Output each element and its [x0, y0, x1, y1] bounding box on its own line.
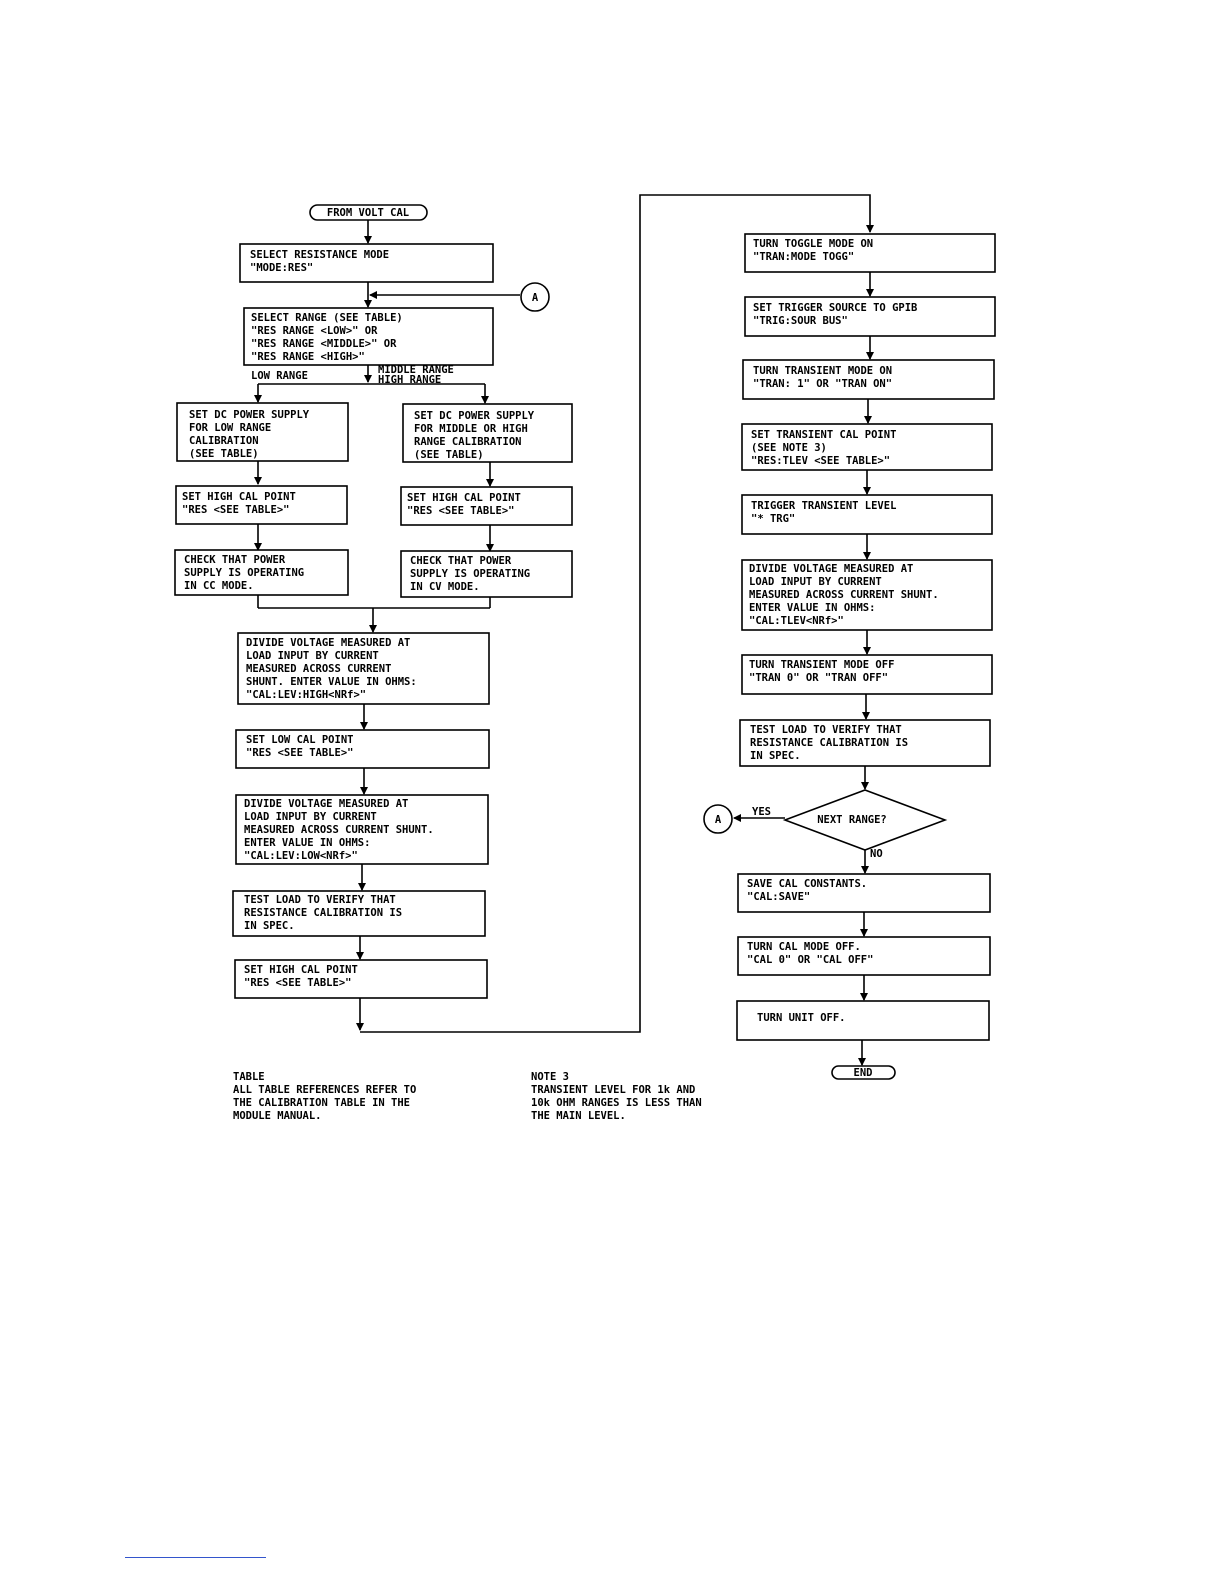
footer-rule — [125, 1557, 266, 1558]
select-range-text: SELECT RANGE (SEE TABLE) "RES RANGE <LOW… — [251, 312, 409, 363]
note-3: NOTE 3 TRANSIENT LEVEL FOR 1k AND 10k OH… — [531, 1071, 708, 1122]
select-mode-text: SELECT RESISTANCE MODE "MODE:RES" — [250, 249, 395, 274]
end-terminal-label: END — [854, 1067, 873, 1079]
mid-high-point-box — [400, 486, 573, 526]
divide-high-text: DIVIDE VOLTAGE MEASURED AT LOAD INPUT BY… — [246, 637, 423, 701]
mid-high-point-text: SET HIGH CAL POINT "RES <SEE TABLE>" — [407, 492, 527, 517]
transient-point-box — [741, 423, 993, 471]
test-load-right-box — [739, 719, 991, 767]
set-high-point-text: SET HIGH CAL POINT "RES <SEE TABLE>" — [244, 964, 364, 989]
low-check-text: CHECK THAT POWER SUPPLY IS OPERATING IN … — [184, 554, 310, 592]
low-range-label: LOW RANGE — [251, 370, 308, 382]
divide-tlev-box — [741, 559, 993, 631]
divide-tlev-text: DIVIDE VOLTAGE MEASURED AT LOAD INPUT BY… — [749, 563, 945, 627]
yes-label: YES — [752, 806, 771, 818]
test-load-left-box — [232, 890, 486, 937]
transient-on-box — [742, 359, 995, 400]
set-low-point-text: SET LOW CAL POINT "RES <SEE TABLE>" — [246, 734, 360, 759]
mid-supply-text: SET DC POWER SUPPLY FOR MIDDLE OR HIGH R… — [414, 410, 540, 461]
unit-off-text: TURN UNIT OFF. — [757, 1012, 846, 1024]
test-load-right-text: TEST LOAD TO VERIFY THAT RESISTANCE CALI… — [750, 724, 914, 762]
transient-off-text: TURN TRANSIENT MODE OFF "TRAN 0" OR "TRA… — [749, 659, 901, 684]
cal-off-box — [737, 936, 991, 976]
low-high-point-box — [175, 485, 348, 525]
low-supply-box — [176, 402, 349, 462]
mid-check-text: CHECK THAT POWER SUPPLY IS OPERATING IN … — [410, 555, 536, 593]
low-high-point-text: SET HIGH CAL POINT "RES <SEE TABLE>" — [182, 491, 302, 516]
next-range-label: NEXT RANGE? — [817, 814, 887, 826]
mid-range-label: MIDDLE RANGE — [378, 364, 454, 376]
save-text: SAVE CAL CONSTANTS. "CAL:SAVE" — [747, 878, 873, 903]
trigger-source-text: SET TRIGGER SOURCE TO GPIB "TRIG:SOUR BU… — [753, 302, 924, 327]
transient-off-box — [741, 654, 993, 695]
connector-a-in-label: A — [532, 292, 539, 304]
high-range-label: HIGH RANGE — [378, 374, 441, 386]
divide-low-box — [235, 794, 489, 865]
save-box — [737, 873, 991, 913]
test-load-left-text: TEST LOAD TO VERIFY THAT RESISTANCE CALI… — [244, 894, 408, 932]
mid-check-box — [400, 550, 573, 598]
unit-off-box — [736, 1000, 990, 1041]
connector-a-in — [520, 282, 550, 312]
set-low-point-box — [235, 729, 490, 769]
transient-on-text: TURN TRANSIENT MODE ON "TRAN: 1" OR "TRA… — [753, 365, 898, 390]
table-note: TABLE ALL TABLE REFERENCES REFER TO THE … — [233, 1071, 423, 1122]
select-mode-box — [239, 243, 494, 283]
transient-point-text: SET TRANSIENT CAL POINT (SEE NOTE 3) "RE… — [751, 429, 903, 467]
connector-a-out-label: A — [715, 814, 722, 826]
trigger-source-box — [744, 296, 996, 337]
connector-a-out — [703, 804, 733, 834]
low-supply-text: SET DC POWER SUPPLY FOR LOW RANGE CALIBR… — [189, 409, 315, 460]
no-label: NO — [870, 848, 883, 860]
low-check-box — [174, 549, 349, 596]
start-terminal-label: FROM VOLT CAL — [327, 207, 409, 219]
trigger-level-box — [741, 494, 993, 535]
set-high-point-box — [234, 959, 488, 999]
select-range-box — [243, 307, 494, 366]
cal-off-text: TURN CAL MODE OFF. "CAL 0" OR "CAL OFF" — [747, 941, 873, 966]
divide-low-text: DIVIDE VOLTAGE MEASURED AT LOAD INPUT BY… — [244, 798, 440, 862]
trigger-level-text: TRIGGER TRANSIENT LEVEL "* TRG" — [751, 500, 903, 525]
toggle-on-box — [744, 233, 996, 273]
toggle-on-text: TURN TOGGLE MODE ON "TRAN:MODE TOGG" — [753, 238, 879, 263]
mid-supply-box — [402, 403, 573, 463]
end-terminal — [831, 1065, 896, 1080]
